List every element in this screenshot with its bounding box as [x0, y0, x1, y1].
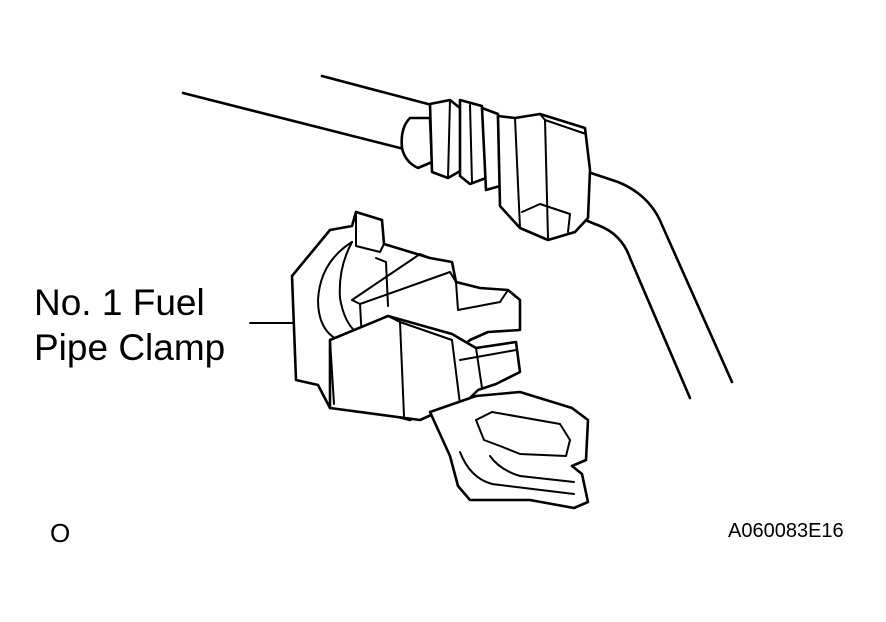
callout-line-1: No. 1 Fuel: [34, 282, 205, 323]
corner-mark: O: [50, 518, 71, 548]
clamp-fork: [428, 390, 590, 510]
clamp-body: [290, 210, 522, 422]
fuel-pipe: [181, 74, 734, 400]
pipe-connector: [400, 98, 592, 242]
part-callout-label: No. 1 Fuel Pipe Clamp: [34, 280, 225, 370]
callout-line-2: Pipe Clamp: [34, 327, 226, 368]
figure-code: A060083E16: [728, 520, 844, 542]
